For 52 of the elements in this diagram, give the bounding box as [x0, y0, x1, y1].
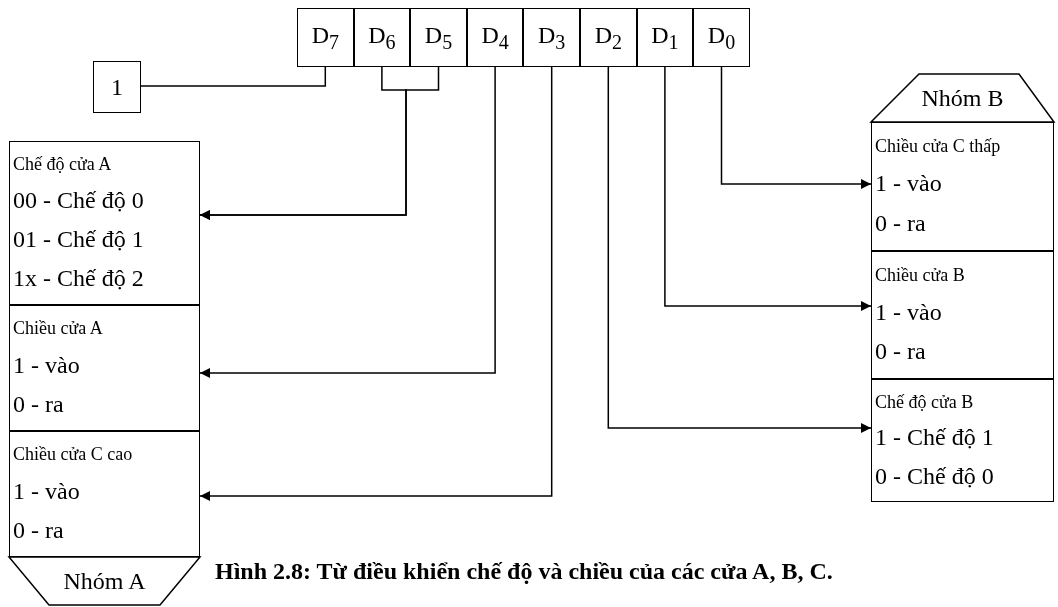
group-tab: [9, 557, 200, 605]
register-cell: [410, 8, 467, 67]
register-cell: [523, 8, 580, 67]
bit-label: D$_{6}$: [368, 21, 396, 54]
option-text: 1 - vào: [13, 351, 81, 379]
option-text: 1 - vào: [875, 170, 943, 197]
group-label: Nhóm B: [921, 84, 1004, 112]
bit-label: 1: [111, 73, 123, 101]
figure-caption: Hình 2.8: Từ điều khiển chế độ và chiều của các cửa A, B, C.: [215, 558, 833, 585]
register-cell: [636, 8, 694, 67]
option-text: 00 - Chế độ 0: [13, 187, 145, 214]
field-box: [871, 379, 1054, 502]
field-box: [871, 251, 1054, 379]
connector-line: [140, 66, 327, 87]
field-box: [9, 141, 200, 305]
arrow: [664, 66, 872, 311]
option-text: 0 - ra: [875, 210, 927, 237]
option-text: 0 - Chế độ 0: [875, 462, 995, 490]
field-heading: Chế độ cửa B: [875, 391, 975, 413]
bit-label: D$_{0}$: [707, 21, 736, 54]
option-text: 0 - ra: [13, 516, 65, 544]
arrow: [607, 66, 872, 433]
bit-label: D$_{5}$: [424, 21, 453, 54]
field-heading: Chế độ cửa A: [13, 154, 113, 175]
register-cell: [580, 8, 637, 67]
register-cell: [297, 8, 354, 67]
bit-label: D$_{2}$: [594, 21, 622, 54]
option-text: 01 - Chế độ 1: [13, 226, 145, 253]
arrow: [199, 66, 553, 501]
option-text: 0 - ra: [13, 390, 65, 418]
register-cell: [693, 8, 750, 67]
option-text: 1x - Chế độ 2: [13, 265, 145, 292]
arrow: [720, 66, 872, 189]
option-text: 1 - vào: [875, 298, 943, 326]
bit-label: D$_{3}$: [538, 21, 566, 54]
field-heading: Chiều cửa C thấp: [875, 136, 1002, 157]
field-heading: Chiều cửa A: [13, 318, 104, 340]
field-heading: Chiều cửa B: [875, 264, 966, 286]
register-cell: [353, 8, 411, 67]
bit-label: D$_{7}$: [311, 21, 339, 54]
field-heading: Chiều cửa C cao: [13, 444, 134, 466]
arrow: [199, 66, 496, 378]
group-label: Nhóm A: [63, 567, 146, 595]
option-text: 0 - ra: [875, 338, 927, 366]
option-text: 1 - vào: [13, 477, 81, 505]
field-box: [9, 305, 200, 431]
bit-label: D$_{4}$: [481, 21, 509, 54]
register-cell: [93, 61, 141, 113]
register-cell: [466, 8, 524, 67]
bit-label: D$_{1}$: [651, 21, 679, 54]
group-tab: [871, 74, 1054, 122]
option-text: 1 - Chế độ 1: [875, 424, 995, 451]
